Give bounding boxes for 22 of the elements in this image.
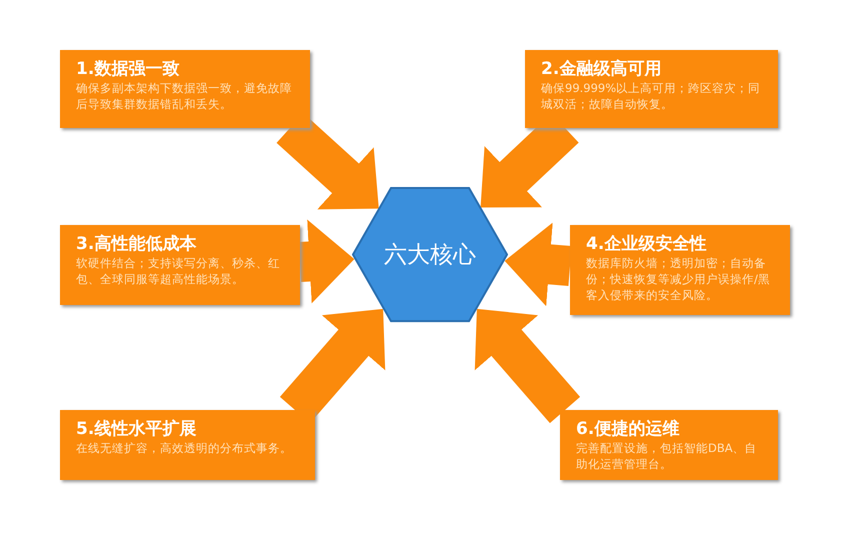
feature-box bbox=[60, 50, 310, 128]
arrow bbox=[298, 220, 356, 304]
feature-title: 3.高性能低成本 bbox=[76, 233, 198, 255]
feature-description: 确保99.999%以上高可用；跨区容灾；同城双活；故障自动恢复。 bbox=[541, 80, 762, 112]
feature-title: 4.企业级安全性 bbox=[586, 233, 708, 255]
feature-title: 2.金融级高可用 bbox=[541, 58, 662, 80]
feature-box bbox=[60, 410, 315, 480]
feature-description: 数据库防火墙；透明加密；自动备份；快速恢复等减少用户误操作/黑客入侵带来的安全风险。 bbox=[586, 255, 771, 303]
feature-title: 1.数据强一致 bbox=[76, 58, 180, 80]
arrow bbox=[503, 222, 572, 306]
feature-box bbox=[60, 225, 300, 305]
feature-box bbox=[525, 50, 778, 128]
feature-box bbox=[560, 410, 778, 480]
hexagon bbox=[352, 187, 508, 323]
feature-title: 6.便捷的运维 bbox=[576, 418, 680, 440]
feature-description: 在线无缝扩容，高效透明的分布式事务。 bbox=[76, 440, 293, 456]
feature-description: 确保多副本架构下数据强一致，避免故障后导致集群数据错乱和丢失。 bbox=[76, 80, 293, 112]
feature-title: 5.线性水平扩展 bbox=[76, 418, 198, 440]
hexagon-label: 六大核心 bbox=[384, 241, 476, 270]
feature-description: 软硬件结合；支持读写分离、秒杀、红包、全球同服等超高性能场景。 bbox=[76, 255, 281, 287]
feature-box bbox=[570, 225, 790, 315]
feature-description: 完善配置设施，包括智能DBA、自助化运营管理台。 bbox=[576, 440, 758, 472]
